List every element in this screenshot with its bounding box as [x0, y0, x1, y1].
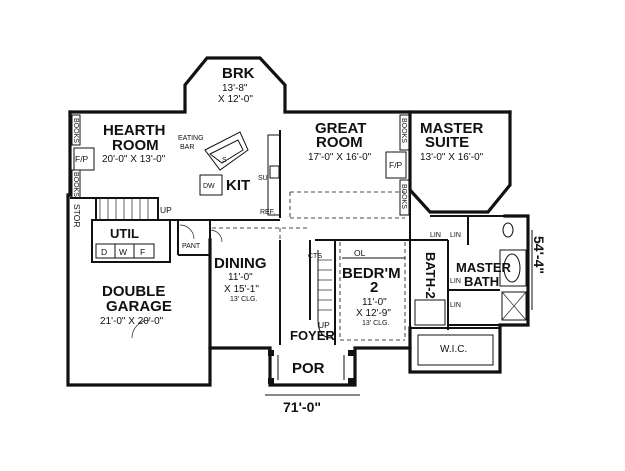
- brk-label: BRK: [222, 65, 255, 82]
- brk-dim1: 13'-8": [222, 83, 248, 94]
- hearth-room-label-2: ROOM: [112, 137, 159, 154]
- master-suite-label-2: SUITE: [425, 134, 469, 151]
- dining-ceiling: 13' CLG.: [230, 296, 257, 303]
- s-label: S: [222, 157, 227, 164]
- lin-label-1: LIN: [430, 232, 441, 239]
- util-w-label: W: [119, 247, 127, 257]
- books-hearth-2: BOOKS: [72, 172, 79, 197]
- books-hearth-1: BOOKS: [72, 118, 79, 143]
- bath2-label: BATH-2: [423, 252, 438, 299]
- util-label: UTIL: [110, 226, 139, 241]
- up-foyer-label: UP: [318, 320, 330, 330]
- dining-label: DINING: [214, 255, 267, 272]
- annotation-labels: EATING BAR F/P F/P BOOKS BOOKS BOOKS BOO…: [72, 118, 547, 415]
- books-great-1: BOOKS: [400, 118, 407, 143]
- bedroom2-label-2: 2: [370, 279, 378, 296]
- master-bath-label-2: BATH: [464, 274, 499, 289]
- master-suite-label: MASTER: [420, 120, 484, 137]
- up-garage-label: UP: [160, 205, 172, 215]
- dining-dim1: 11'-0": [228, 272, 253, 283]
- overall-width-label: 71'-0": [283, 399, 321, 415]
- fp-great-label: F/P: [389, 160, 403, 170]
- brk-dim2: X 12'-0": [218, 94, 253, 105]
- garage-dim: 21'-0" X 20'-0": [100, 316, 164, 327]
- garage-label-2: GARAGE: [106, 298, 172, 315]
- hearth-room-label: HEARTH: [103, 122, 166, 139]
- garage-label: DOUBLE: [102, 283, 165, 300]
- bedroom2-dim1: 11'-0": [362, 297, 387, 308]
- ref-label: REF.: [260, 209, 275, 216]
- util-d-label: D: [101, 247, 107, 257]
- eating-bar-label-1: EATING: [178, 135, 204, 142]
- eating-bar-label-2: BAR: [180, 144, 194, 151]
- su-label: SU: [258, 175, 268, 182]
- room-labels: BRK 13'-8" X 12'-0" HEARTH ROOM 20'-0" X…: [100, 65, 512, 377]
- kit-label: KIT: [226, 177, 250, 194]
- fp-hearth-label: F/P: [75, 154, 89, 164]
- bedroom2-dim2: X 12'-9": [356, 308, 391, 319]
- ol-label: OL: [354, 248, 366, 258]
- pant-label: PANT: [182, 243, 201, 250]
- great-room-label: GREAT: [315, 120, 366, 137]
- stor-label: STOR: [72, 204, 82, 227]
- master-suite-dim: 13'-0" X 16'-0": [420, 152, 484, 163]
- great-room-dim: 17'-0" X 16'-0": [308, 152, 372, 163]
- lin-label-2: LIN: [450, 232, 461, 239]
- great-room-label-2: ROOM: [316, 134, 363, 151]
- dining-dim2: X 15'-1": [224, 284, 259, 295]
- overall-depth-label: 54'-4": [531, 236, 547, 274]
- bedroom2-label: BEDR'M: [342, 265, 401, 282]
- dw-label: DW: [203, 183, 215, 190]
- hearth-room-dim: 20'-0" X 13'-0": [102, 154, 166, 165]
- porch-label: POR: [292, 360, 325, 377]
- cts-label: CTS: [308, 253, 322, 260]
- fixtures: [71, 114, 533, 396]
- books-great-2: BOOKS: [400, 184, 407, 209]
- foyer-label: FOYER: [290, 328, 335, 343]
- lin-label-4: LIN: [450, 302, 461, 309]
- lin-label-3: LIN: [450, 278, 461, 285]
- bedroom2-ceiling: 13' CLG.: [362, 320, 389, 327]
- master-bath-label: MASTER: [456, 260, 512, 275]
- wic-label: W.I.C.: [440, 344, 467, 355]
- util-f-label: F: [140, 247, 145, 257]
